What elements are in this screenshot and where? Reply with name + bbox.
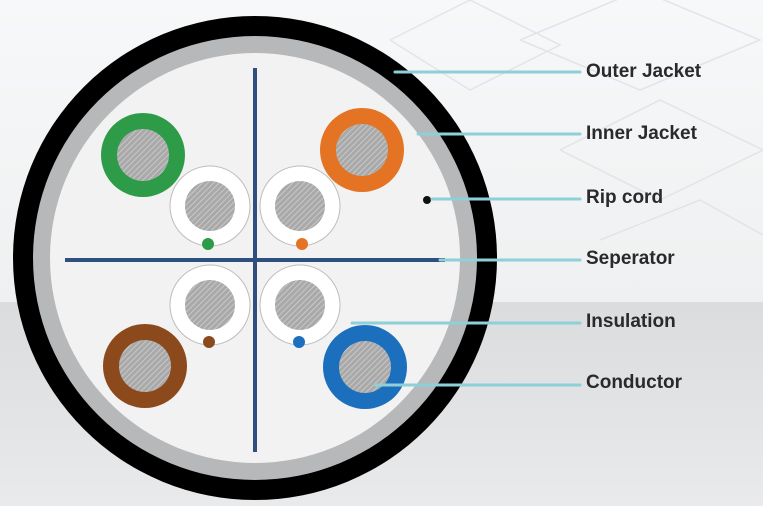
conductor-brown-white [185, 280, 235, 330]
label-outer-jacket: Outer Jacket [586, 61, 702, 82]
conductor-orange-white [275, 181, 325, 231]
stripe-green [202, 238, 214, 250]
conductor-blue [339, 341, 391, 393]
wire-orange [320, 108, 404, 192]
wire-blue [323, 325, 407, 409]
label-rip-cord: Rip cord [586, 187, 664, 208]
wire-green [101, 113, 185, 197]
label-separator: Seperator [586, 248, 675, 269]
label-conductor: Conductor [586, 372, 683, 393]
label-insulation: Insulation [586, 311, 676, 332]
conductor-blue-white [275, 280, 325, 330]
wire-brown [103, 324, 187, 408]
conductor-orange [336, 124, 388, 176]
wire-orange-white [259, 165, 341, 250]
conductor-brown [119, 340, 171, 392]
stripe-brown [203, 336, 215, 348]
wire-blue-white [259, 264, 341, 348]
conductor-green-white [185, 181, 235, 231]
stripe-blue [293, 336, 305, 348]
stripe-orange [296, 238, 308, 250]
rip-cord [423, 196, 431, 204]
label-inner-jacket: Inner Jacket [586, 123, 697, 144]
wire-brown-white [169, 264, 251, 348]
conductor-green [117, 129, 169, 181]
wire-green-white [169, 165, 251, 250]
